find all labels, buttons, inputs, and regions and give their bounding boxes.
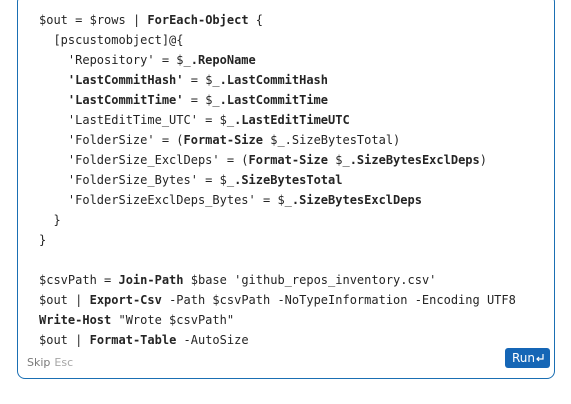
- code-token: {: [248, 13, 264, 27]
- code-token: .LastCommitTime: [219, 93, 329, 107]
- code-token: [pscustomobject]@{: [39, 33, 184, 47]
- code-token: $_: [205, 73, 220, 87]
- code-token: .LastEditTimeUTC: [234, 113, 350, 127]
- code-token: $_: [335, 153, 350, 167]
- code-line: 'FolderSize' = (Format-Size $_.SizeBytes…: [39, 130, 516, 150]
- code-token: $_: [219, 173, 235, 187]
- code-token: |: [67, 333, 90, 347]
- code-token: Format-Size: [183, 133, 263, 147]
- code-token: Write-Host: [39, 313, 112, 327]
- code-token: Format-Table: [89, 333, 177, 347]
- code-token: ): [479, 153, 487, 167]
- skip-label[interactable]: Skip: [27, 356, 51, 369]
- run-button[interactable]: Run: [505, 348, 550, 368]
- code-token: -Path: [161, 293, 213, 307]
- code-token: .SizeBytesExclDeps: [349, 153, 480, 167]
- code-line: 'Repository' = $_.RepoName: [39, 50, 516, 70]
- code-token: ): [393, 133, 401, 147]
- code-token: }: [39, 233, 47, 247]
- code-line: $csvPath = Join-Path $base 'github_repos…: [39, 270, 516, 290]
- code-token: 'FolderSize': [39, 133, 155, 147]
- code-line: 'LastCommitHash' = $_.LastCommitHash: [39, 70, 516, 90]
- code-line: 'FolderSizeExclDeps_Bytes' = $_.SizeByte…: [39, 190, 516, 210]
- code-token: $_: [176, 53, 191, 67]
- code-token: $csvPath: [212, 293, 271, 307]
- code-token: =: [197, 173, 220, 187]
- code-token: $_: [270, 133, 285, 147]
- code-token: 'FolderSize_ExclDeps': [39, 153, 220, 167]
- code-token: .SizeBytesTotal: [284, 133, 394, 147]
- code-token: =: [67, 13, 90, 27]
- code-line: }: [39, 230, 516, 250]
- code-token: =: [255, 193, 278, 207]
- code-block: $out = $rows | ForEach-Object { [pscusto…: [39, 10, 516, 350]
- run-label: Run: [512, 351, 536, 365]
- code-token: $csvPath: [39, 273, 97, 287]
- code-token: ForEach-Object: [147, 13, 249, 27]
- code-token: =: [183, 93, 206, 107]
- code-token: 'LastEditTime_UTC': [39, 113, 198, 127]
- code-token: Export-Csv: [89, 293, 162, 307]
- code-line: 'FolderSize_ExclDeps' = (Format-Size $_.…: [39, 150, 516, 170]
- code-token: Format-Size: [248, 153, 329, 167]
- code-token: $base: [190, 273, 227, 287]
- code-token: $_: [277, 193, 292, 207]
- code-token: 'github_repos_inventory.csv': [234, 273, 437, 287]
- code-line: 'LastEditTime_UTC' = $_.LastEditTimeUTC: [39, 110, 516, 130]
- code-token: "Wrote $csvPath": [118, 313, 235, 327]
- code-line: [39, 250, 516, 270]
- code-line: Write-Host "Wrote $csvPath": [39, 310, 516, 330]
- code-token: $_: [219, 113, 235, 127]
- code-line: 'LastCommitTime' = $_.LastCommitTime: [39, 90, 516, 110]
- code-line: [pscustomobject]@{: [39, 30, 516, 50]
- code-token: =: [197, 113, 220, 127]
- code-token: = (: [154, 133, 184, 147]
- code-token: $rows: [89, 13, 126, 27]
- code-token: .SizeBytesExclDeps: [291, 193, 422, 207]
- code-token: 'FolderSizeExclDeps_Bytes': [39, 193, 256, 207]
- code-token: =: [154, 53, 177, 67]
- code-token: $out: [39, 293, 68, 307]
- code-token: .LastCommitHash: [219, 73, 329, 87]
- code-line: $out = $rows | ForEach-Object {: [39, 10, 516, 30]
- code-token: .SizeBytesTotal: [234, 173, 343, 187]
- code-token: $_: [205, 93, 220, 107]
- code-approval-card: $out = $rows | ForEach-Object { [pscusto…: [17, 0, 555, 379]
- code-token: -NoTypeInformation -Encoding UTF8: [270, 293, 516, 307]
- code-line: $out | Format-Table -AutoSize: [39, 330, 516, 350]
- code-token: |: [67, 293, 90, 307]
- code-token: = (: [219, 153, 249, 167]
- code-token: }: [39, 213, 61, 227]
- code-line: 'FolderSize_Bytes' = $_.SizeBytesTotal: [39, 170, 516, 190]
- skip-shortcut-hint: Esc: [54, 356, 74, 369]
- code-token: .RepoName: [190, 53, 256, 67]
- code-token: $out: [39, 333, 68, 347]
- code-token: 'FolderSize_Bytes': [39, 173, 198, 187]
- code-token: |: [125, 13, 148, 27]
- code-token: =: [96, 273, 119, 287]
- code-token: =: [183, 73, 206, 87]
- code-token: Join-Path: [118, 273, 184, 287]
- code-token: -AutoSize: [176, 333, 249, 347]
- code-token: $out: [39, 13, 68, 27]
- enter-key-icon: [536, 354, 544, 362]
- code-token: 'Repository': [39, 53, 155, 67]
- code-line: $out | Export-Csv -Path $csvPath -NoType…: [39, 290, 516, 310]
- code-line: }: [39, 210, 516, 230]
- code-token: [184, 273, 191, 287]
- code-token: 'LastCommitTime': [39, 93, 184, 107]
- code-token: 'LastCommitHash': [39, 73, 184, 87]
